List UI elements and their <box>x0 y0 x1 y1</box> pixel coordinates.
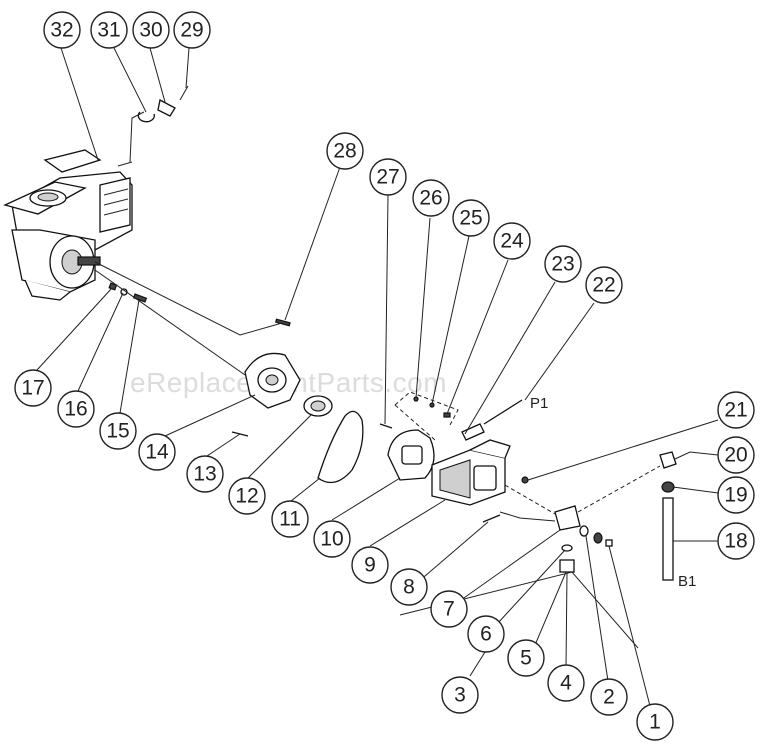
svg-text:11: 11 <box>279 508 301 531</box>
tee-fitting-drawing <box>482 505 613 573</box>
svg-text:15: 15 <box>106 420 129 443</box>
callout-8: 8 <box>390 568 428 606</box>
inlet-assembly-drawing <box>659 451 677 581</box>
callout-14: 14 <box>138 433 176 471</box>
svg-text:31: 31 <box>97 19 120 42</box>
port-label-p1: P1 <box>530 395 548 412</box>
callout-22: 22 <box>585 266 623 304</box>
callout-15: 15 <box>99 412 137 450</box>
svg-text:14: 14 <box>145 441 169 464</box>
callout-12: 12 <box>228 477 266 515</box>
callout-2: 2 <box>590 678 628 716</box>
svg-text:19: 19 <box>724 484 747 507</box>
svg-text:25: 25 <box>459 207 482 230</box>
callout-21: 21 <box>717 391 755 429</box>
callout-32: 32 <box>43 11 81 49</box>
callout-1: 1 <box>636 703 674 741</box>
callout-28: 28 <box>326 132 364 170</box>
svg-text:5: 5 <box>520 647 532 670</box>
svg-text:6: 6 <box>480 623 492 646</box>
callout-27: 27 <box>369 158 407 196</box>
svg-text:30: 30 <box>139 19 162 42</box>
svg-text:12: 12 <box>235 485 258 508</box>
svg-text:24: 24 <box>500 230 524 253</box>
callout-23: 23 <box>544 245 582 283</box>
callout-11: 11 <box>271 500 309 538</box>
svg-text:23: 23 <box>551 253 574 276</box>
callout-6: 6 <box>467 615 505 653</box>
callout-17: 17 <box>14 369 52 407</box>
pulley-drawing <box>303 395 333 417</box>
callout-19: 19 <box>717 476 755 514</box>
port-label-b1: B1 <box>678 573 696 590</box>
callout-26: 26 <box>412 179 450 217</box>
svg-text:21: 21 <box>724 399 747 422</box>
adapter-flange-drawing <box>244 352 301 409</box>
key-drawing <box>274 318 291 327</box>
plug-drawing <box>521 476 529 484</box>
svg-text:22: 22 <box>592 274 615 297</box>
pump-drawing <box>431 439 511 506</box>
svg-text:17: 17 <box>21 377 44 400</box>
callout-16: 16 <box>57 390 95 428</box>
callout-9: 9 <box>351 546 389 584</box>
callout-20: 20 <box>717 436 755 474</box>
svg-text:7: 7 <box>443 598 455 621</box>
callout-7: 7 <box>430 590 468 628</box>
callout-25: 25 <box>452 199 490 237</box>
housing-drawing <box>387 429 435 481</box>
leader-lines <box>36 47 719 707</box>
svg-text:10: 10 <box>320 528 343 551</box>
svg-text:1: 1 <box>649 711 661 734</box>
callout-30: 30 <box>132 11 170 49</box>
svg-text:3: 3 <box>454 684 466 707</box>
callout-5: 5 <box>507 639 545 677</box>
callout-18: 18 <box>717 522 755 560</box>
callout-10: 10 <box>313 520 351 558</box>
svg-text:2: 2 <box>603 686 615 709</box>
engine-drawing <box>3 149 133 301</box>
svg-text:27: 27 <box>376 166 399 189</box>
svg-text:29: 29 <box>180 19 203 42</box>
callout-24: 24 <box>493 222 531 260</box>
clamp-drawing <box>137 85 189 123</box>
callout-4: 4 <box>547 664 585 702</box>
svg-text:4: 4 <box>560 672 572 695</box>
svg-text:26: 26 <box>419 187 442 210</box>
callout-3: 3 <box>441 676 479 714</box>
svg-text:13: 13 <box>193 463 216 486</box>
callout-29: 29 <box>173 11 211 49</box>
svg-text:32: 32 <box>50 19 73 42</box>
svg-text:28: 28 <box>333 140 356 163</box>
svg-text:8: 8 <box>403 576 415 599</box>
belt-drawing <box>317 410 364 484</box>
bolt-27-drawing <box>379 423 393 429</box>
svg-text:16: 16 <box>64 398 87 421</box>
discharge-fitting-drawing <box>461 399 523 441</box>
svg-text:18: 18 <box>724 530 747 553</box>
callout-31: 31 <box>90 11 128 49</box>
svg-text:9: 9 <box>364 554 376 577</box>
svg-text:20: 20 <box>724 444 747 467</box>
callout-13: 13 <box>186 455 224 493</box>
